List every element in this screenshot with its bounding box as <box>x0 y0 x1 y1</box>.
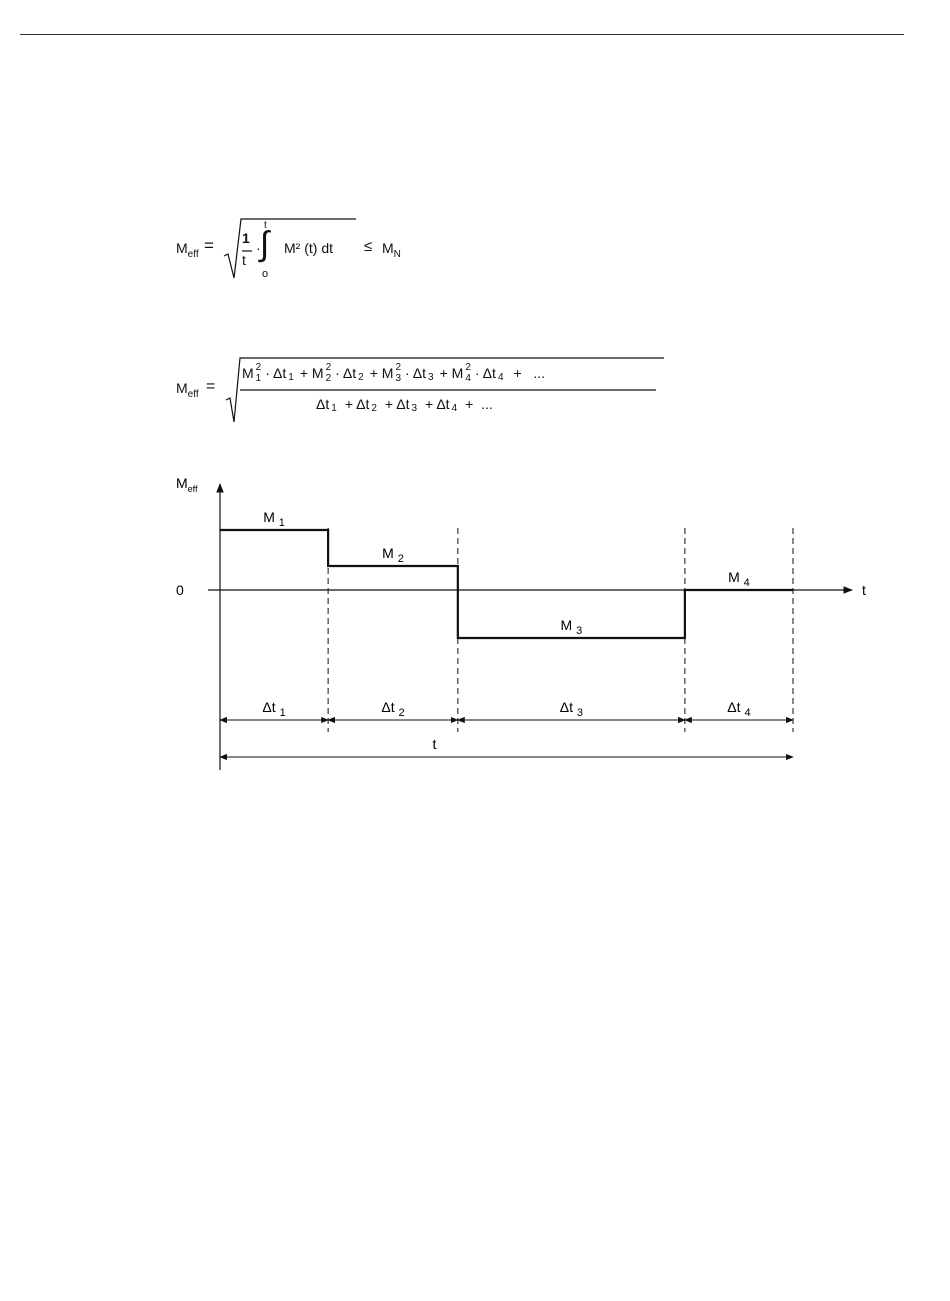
formula1-frac-den: t <box>242 252 246 268</box>
segment-label-sub: 1 <box>279 517 285 529</box>
interval-label-sub: 3 <box>577 707 583 719</box>
numerator-dt-sub: 2 <box>358 372 364 383</box>
formula1-lhs-sub: eff <box>188 249 199 260</box>
header-rule <box>20 34 904 35</box>
formula1-equals: = <box>204 236 214 256</box>
segment-label: M 3 <box>561 617 583 637</box>
segment-label: M 2 <box>382 545 404 565</box>
numerator-sub: 1 <box>256 373 262 384</box>
formula1-int-sign: ∫ <box>260 222 269 266</box>
segment-label-m: M <box>263 509 279 525</box>
segment-label: M 1 <box>263 509 285 529</box>
total-duration-label: t <box>433 736 437 752</box>
zero-label: 0 <box>176 582 184 598</box>
numerator-sub: 2 <box>326 373 332 384</box>
denominator-sub: 3 <box>411 403 417 414</box>
segment-label-sub: 3 <box>576 625 582 637</box>
segment-label: M 4 <box>728 569 750 589</box>
formula2-equals: = <box>206 378 215 396</box>
numerator-dt: · Δt <box>335 365 356 381</box>
x-axis-label: t <box>862 582 866 598</box>
numerator-dt-sub: 4 <box>498 372 504 383</box>
interval-label-sub: 2 <box>398 707 404 719</box>
interval-label-sub: 4 <box>744 707 750 719</box>
interval-label: Δt 1 <box>262 699 285 719</box>
torque-step-line <box>220 530 793 638</box>
segment-label-m: M <box>728 569 744 585</box>
numerator-dt-sub: 3 <box>428 372 434 383</box>
numerator-sub: 4 <box>465 373 471 384</box>
numerator-sup: 2 <box>326 362 332 373</box>
denominator-dt: + Δt <box>425 396 450 412</box>
denominator-tail: + ... <box>465 396 493 412</box>
denominator-dt: + Δt <box>385 396 410 412</box>
denominator-sub: 4 <box>452 403 458 414</box>
numerator-dt: · Δt <box>475 365 496 381</box>
formula1-frac-num: 1 <box>242 230 250 246</box>
denominator-dt: + Δt <box>345 396 370 412</box>
formula1-rhs: MN <box>382 240 401 256</box>
numerator-tail: + ... <box>514 365 546 381</box>
interval-label-dt: Δt <box>381 699 398 715</box>
interval-label-dt: Δt <box>262 699 279 715</box>
numerator-m: M <box>242 365 254 381</box>
interval-label: Δt 2 <box>381 699 404 719</box>
numerator-dt-sub: 1 <box>288 372 294 383</box>
formula1-integrand: M² (t) dt <box>284 240 333 256</box>
numerator-dt: · Δt <box>265 365 286 381</box>
numerator-dt: · Δt <box>405 365 426 381</box>
interval-label-dt: Δt <box>560 699 577 715</box>
interval-label-dt: Δt <box>727 699 744 715</box>
numerator-sup: 2 <box>465 362 471 373</box>
y-axis-label: Meff <box>176 475 198 494</box>
numerator-sup: 2 <box>256 362 262 373</box>
denominator-dt: Δt <box>316 396 329 412</box>
formula1-rhs-m: M <box>382 240 394 256</box>
formula1-lhs: Meff <box>176 240 199 256</box>
numerator-m: + M <box>440 365 464 381</box>
denominator-sub: 2 <box>371 403 377 414</box>
formula2-lhs-sub: eff <box>188 389 199 400</box>
numerator-sub: 3 <box>395 373 401 384</box>
formula2-lhs-m: M <box>176 380 188 396</box>
formula1-lhs-m: M <box>176 240 188 256</box>
formula2-lhs: Meff <box>176 380 199 396</box>
formula1-leq: ≤ <box>364 238 372 255</box>
formula-integral: Meff = 1 t · t ∫ o M² (t) dt ≤ MN <box>176 218 436 286</box>
segment-label-m: M <box>382 545 398 561</box>
segment-label-sub: 4 <box>744 577 750 589</box>
interval-label: Δt 3 <box>560 699 583 719</box>
denominator-sub: 1 <box>331 403 337 414</box>
formula1-int-lower: o <box>262 268 268 280</box>
segment-label-m: M <box>561 617 577 633</box>
formula1-rhs-sub: N <box>394 249 401 260</box>
interval-label-sub: 1 <box>280 707 286 719</box>
numerator-m: + M <box>300 365 324 381</box>
segment-label-sub: 2 <box>398 553 404 565</box>
interval-label: Δt 4 <box>727 699 750 719</box>
numerator-m: + M <box>370 365 394 381</box>
numerator-sup: 2 <box>395 362 401 373</box>
